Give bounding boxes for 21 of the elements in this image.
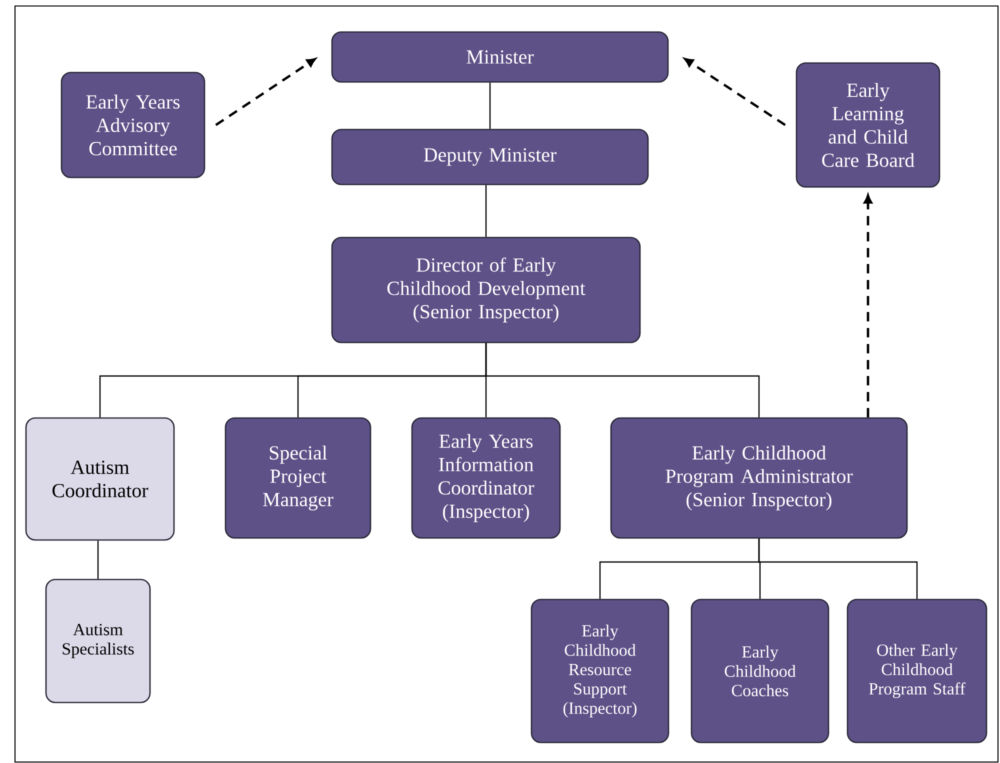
dashed-arrow	[864, 194, 872, 418]
dashed-arrow	[215, 58, 316, 126]
org-box: Early Learning and Child Care Board	[796, 62, 940, 188]
connector-line	[97, 540, 99, 579]
org-box: Director of Early Childhood Development (Senior Inspector)	[331, 236, 641, 344]
connector-line	[489, 82, 491, 129]
org-box: Early Childhood Resource Support (Inspector)	[530, 598, 670, 744]
dashed-arrow	[684, 58, 786, 126]
org-box: Early Childhood Coaches	[690, 598, 830, 744]
org-box: Special Project Manager	[224, 417, 372, 539]
org-box: Autism Specialists	[45, 578, 151, 704]
org-box: Autism Coordinator	[25, 417, 175, 541]
org-box: Other Early Childhood Program Staff	[846, 598, 988, 744]
org-box: Early Years Advisory Committee	[60, 72, 206, 178]
org-box: Early Childhood Program Administrator (Senior Inspector)	[610, 417, 908, 539]
connector-line	[485, 185, 487, 237]
connector-line	[485, 343, 760, 418]
org-box: Minister	[331, 31, 669, 83]
org-box: Early Years Information Coordinator (Inspector)	[411, 417, 561, 539]
connector-line	[758, 538, 918, 599]
org-box: Deputy Minister	[331, 128, 649, 186]
